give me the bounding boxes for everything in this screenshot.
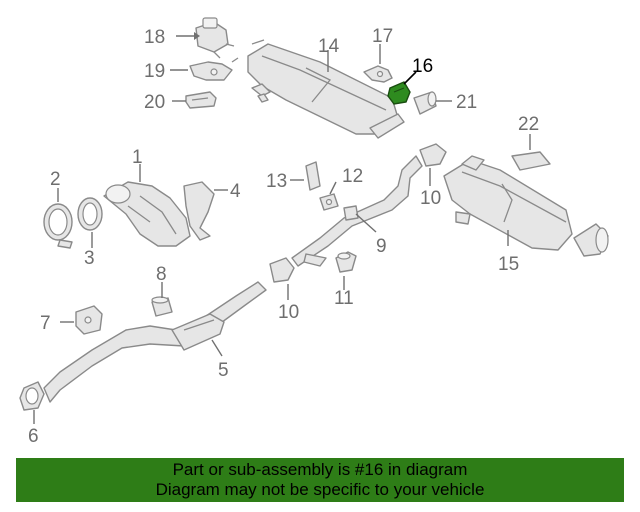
part-22-shape[interactable] <box>511 151 551 171</box>
part-15-shape[interactable] <box>443 155 609 257</box>
callout-17[interactable]: 17 <box>372 26 393 47</box>
callout-15[interactable]: 15 <box>498 254 519 275</box>
callout-2[interactable]: 2 <box>50 169 61 190</box>
info-banner: Part or sub-assembly is #16 in diagram D… <box>16 458 624 502</box>
part-7-shape[interactable] <box>75 305 103 335</box>
callout-12[interactable]: 12 <box>342 166 363 187</box>
callout-5[interactable]: 5 <box>218 360 229 381</box>
part-16-shape[interactable] <box>387 81 411 105</box>
part-12-shape[interactable] <box>319 193 339 211</box>
banner-line-2: Diagram may not be specific to your vehi… <box>155 480 485 499</box>
exhaust-parts-diagram: 18 19 20 14 17 16 21 <box>19 17 609 447</box>
part-10-middle-shape[interactable] <box>269 257 295 283</box>
callout-10-right[interactable]: 10 <box>420 188 441 209</box>
part-14-shape[interactable] <box>247 39 405 139</box>
callout-18[interactable]: 18 <box>144 27 165 48</box>
callout-11[interactable]: 11 <box>334 288 354 309</box>
callout-16[interactable]: 16 <box>412 56 433 77</box>
callout-10-middle[interactable]: 10 <box>278 302 299 323</box>
callout-9[interactable]: 9 <box>376 236 387 257</box>
part-21-shape[interactable] <box>413 91 437 115</box>
part-3-shape[interactable] <box>77 197 103 231</box>
arrow-18 <box>194 32 200 40</box>
callout-21[interactable]: 21 <box>456 92 477 113</box>
part-19-shape[interactable] <box>189 57 239 81</box>
callout-7[interactable]: 7 <box>40 313 51 334</box>
callout-4[interactable]: 4 <box>230 181 241 202</box>
banner-line-1: Part or sub-assembly is #16 in diagram <box>172 460 468 479</box>
part-2-shape[interactable] <box>43 203 73 249</box>
part-18-shape[interactable] <box>195 17 235 59</box>
callout-22[interactable]: 22 <box>518 114 539 135</box>
leader-12 <box>329 181 337 195</box>
part-6-shape[interactable] <box>19 381 45 411</box>
callout-3[interactable]: 3 <box>84 248 95 269</box>
callout-13[interactable]: 13 <box>266 171 287 192</box>
part-17-shape[interactable] <box>363 65 393 83</box>
part-4-shape[interactable] <box>183 181 215 241</box>
leader-16 <box>403 71 417 85</box>
part-9-shape[interactable] <box>291 155 423 267</box>
part-1-shape[interactable] <box>103 181 191 247</box>
callout-14[interactable]: 14 <box>318 36 340 57</box>
callout-20[interactable]: 20 <box>144 92 165 113</box>
part-13-shape[interactable] <box>305 161 321 191</box>
part-10-right-shape[interactable] <box>419 143 447 167</box>
callout-1[interactable]: 1 <box>132 147 143 168</box>
callout-8[interactable]: 8 <box>156 264 167 285</box>
callout-6[interactable]: 6 <box>28 426 39 447</box>
part-5-shape[interactable] <box>43 281 267 403</box>
leader-9 <box>355 213 377 233</box>
part-11-shape[interactable] <box>335 251 357 273</box>
part-20-shape[interactable] <box>185 91 217 109</box>
callout-19[interactable]: 19 <box>144 61 165 82</box>
leader-5 <box>211 339 223 357</box>
part-8-shape[interactable] <box>151 296 173 317</box>
